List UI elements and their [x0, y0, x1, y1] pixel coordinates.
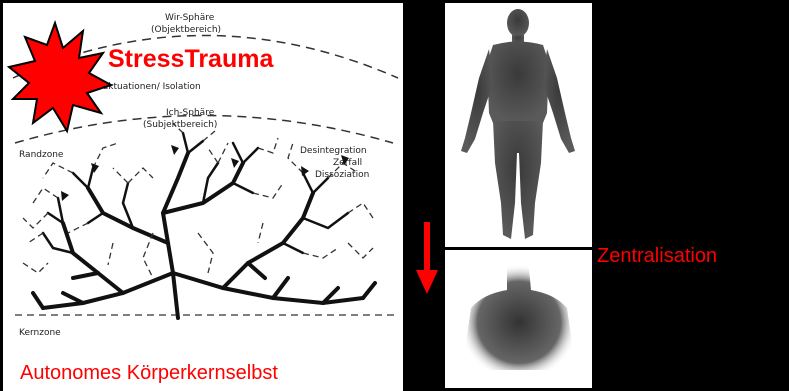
- centralization-caption: Zentralisation: [597, 245, 717, 268]
- torso-figure-image: [445, 250, 592, 388]
- full-body-silhouette-icon: [445, 3, 592, 247]
- right-label-line3: Dissoziation: [315, 170, 369, 180]
- left-zone-label: Randzone: [19, 150, 64, 160]
- full-body-figure-image: [445, 3, 592, 247]
- torso-silhouette-icon: [445, 250, 592, 388]
- middle-label-line2: (Subjektbereich): [143, 120, 217, 130]
- autonomous-core-self-caption: Autonomes Körperkernselbst: [20, 362, 278, 385]
- right-label-line1: Desintegration: [300, 146, 367, 156]
- bottom-zone-label: Kernzone: [19, 328, 61, 338]
- middle-label-line1: Ich-Sphäre: [166, 108, 215, 118]
- top-label-line1: Wir-Sphäre: [165, 13, 215, 23]
- stress-burst-shape: [9, 23, 111, 131]
- down-arrow-icon: [414, 220, 440, 296]
- top-label-line2: (Objektbereich): [151, 25, 221, 35]
- tree-diagram-panel: Wir-Sphäre (Objektbereich) Kritische Flu…: [3, 3, 403, 391]
- stress-trauma-title: StressTrauma: [108, 45, 273, 74]
